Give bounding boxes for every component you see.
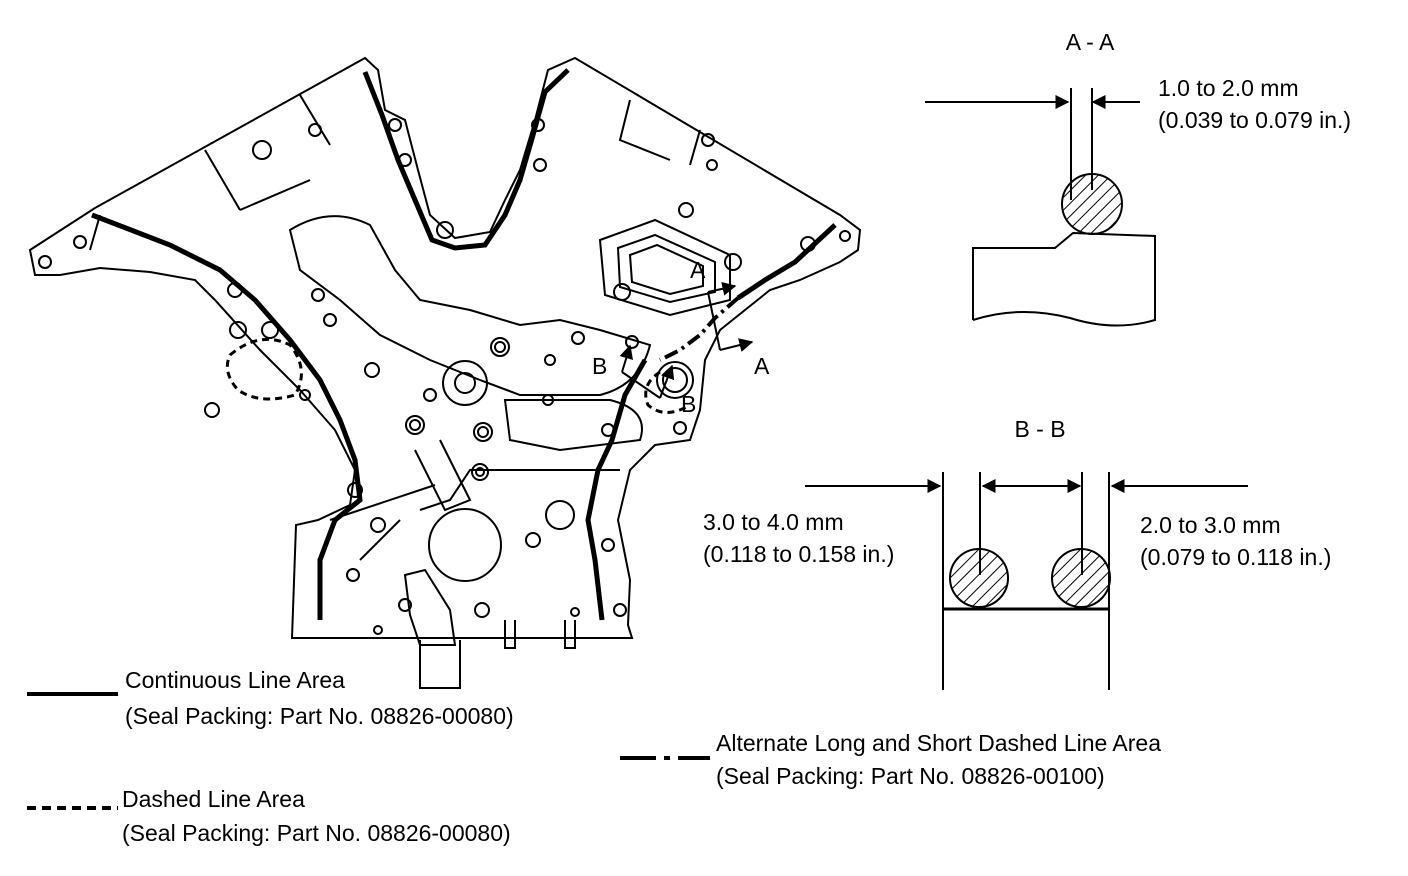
legend-alternate-part: (Seal Packing: Part No. 08826-00100) (716, 763, 1105, 789)
continuous-seal-bead-top (362, 68, 570, 251)
section-bb-title: B - B (1014, 416, 1066, 442)
alternate-seal-bead (659, 296, 740, 362)
oil-window (598, 218, 731, 317)
section-markers (619, 281, 754, 399)
marker-a-lower: A (754, 353, 770, 379)
marker-b-right: B (681, 391, 697, 417)
inner-channel (503, 399, 643, 452)
section-bb-left-dim-mm: 3.0 to 4.0 mm (703, 509, 844, 535)
section-line-b (621, 371, 661, 399)
section-aa-dim-mm: 1.0 to 2.0 mm (1158, 75, 1299, 101)
inner-cavity (288, 215, 652, 396)
dashed-seal-bead (644, 370, 691, 414)
timing-cover (28, 56, 862, 689)
legend-dashed-part: (Seal Packing: Part No. 08826-00080) (122, 820, 511, 846)
legend-continuous-part: (Seal Packing: Part No. 08826-00080) (125, 703, 514, 729)
legend-alternate-title: Alternate Long and Short Dashed Line Are… (716, 730, 1161, 756)
seal-bead-right-section-b (1051, 548, 1111, 608)
section-aa-view (925, 88, 1156, 327)
section-bb-view (805, 472, 1248, 690)
continuous-seal-bead-right (736, 223, 837, 301)
marker-a-upper: A (690, 257, 706, 283)
section-line-a (707, 291, 721, 351)
section-bb-right-dim-mm: 2.0 to 3.0 mm (1140, 512, 1281, 538)
cover-flange-section-a (972, 231, 1156, 327)
dashed-seal-loop (225, 337, 303, 401)
legend-continuous-title: Continuous Line Area (125, 667, 345, 693)
cover-outline (28, 56, 862, 639)
section-aa-title: A - A (1065, 29, 1115, 55)
continuous-seal-bead (91, 212, 363, 620)
legend-dashed-title: Dashed Line Area (122, 786, 305, 812)
water-inlet-pipe (419, 640, 461, 689)
seal-bead-left-section-b (949, 548, 1009, 608)
marker-b-left: B (592, 353, 608, 379)
legend-lines (27, 692, 710, 810)
section-bb-left-dim-in: (0.118 to 0.158 in.) (703, 541, 895, 567)
seal-bead-section-a (1061, 173, 1123, 235)
section-aa-dim-in: (0.039 to 0.079 in.) (1158, 107, 1352, 133)
section-bb-right-dim-in: (0.079 to 0.118 in.) (1140, 544, 1332, 570)
